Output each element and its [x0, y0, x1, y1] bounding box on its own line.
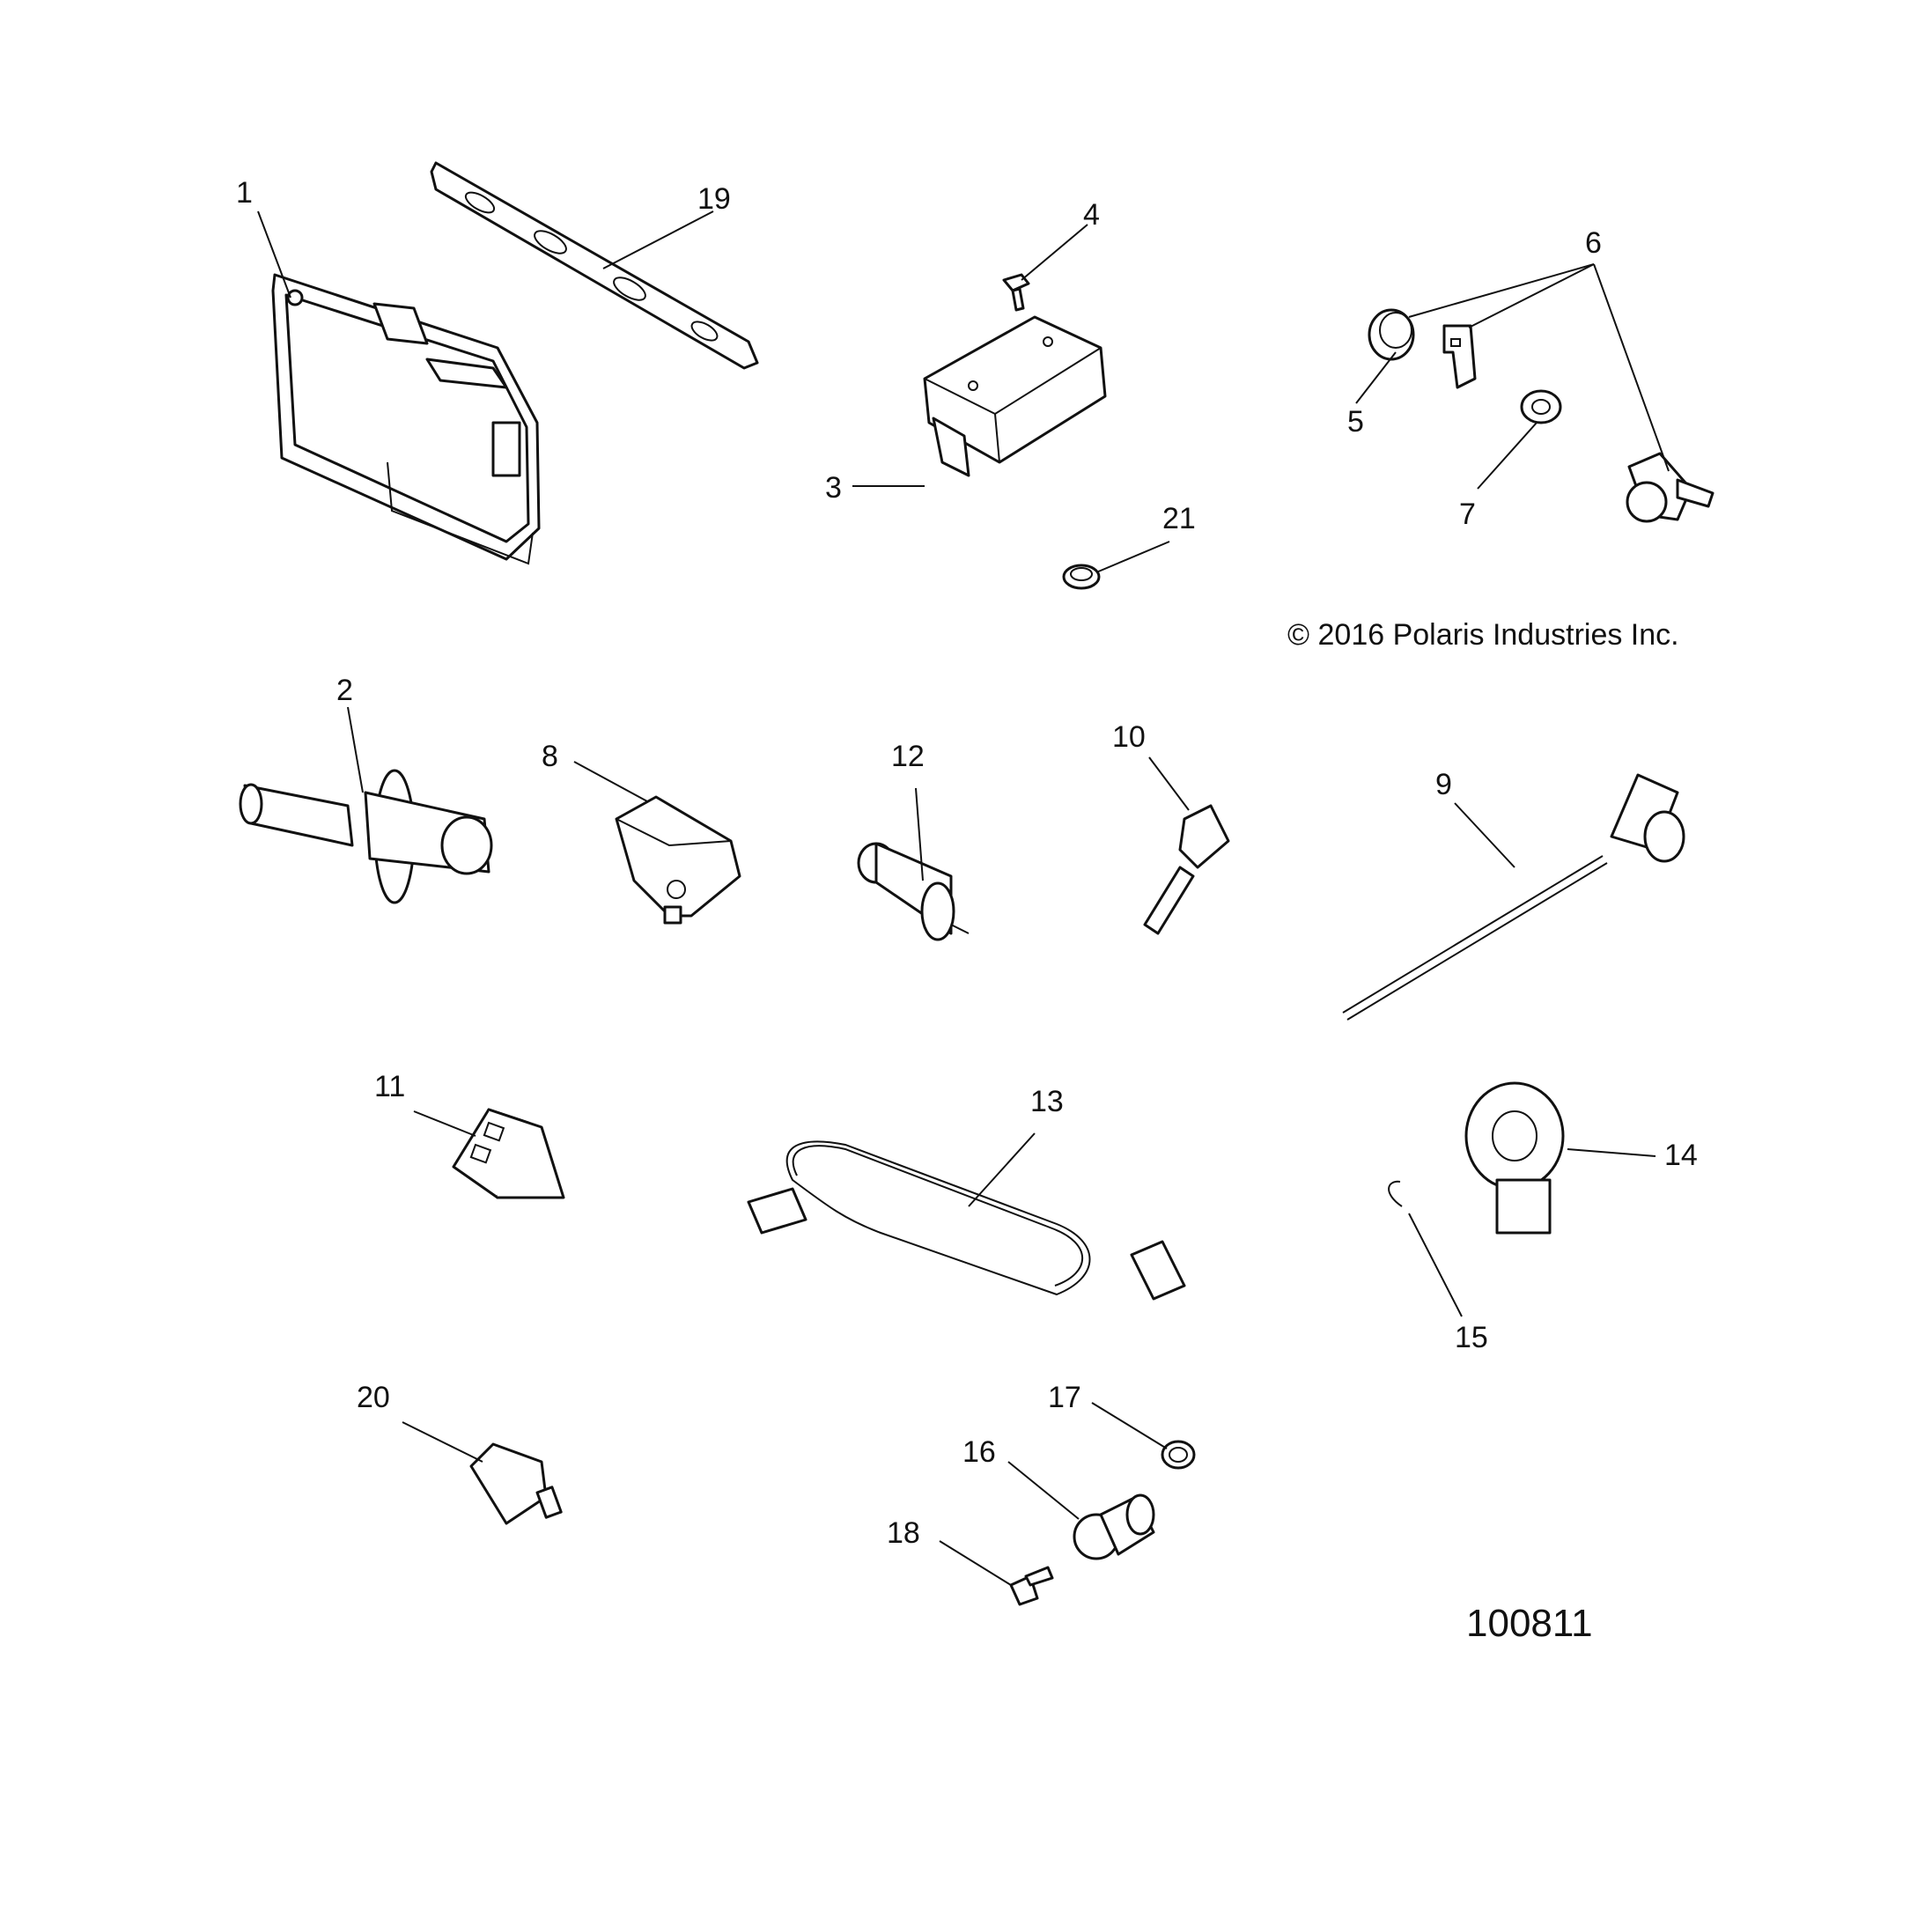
- callout-2: 2: [336, 674, 353, 707]
- copyright-notice: © 2016 Polaris Industries Inc.: [1287, 618, 1679, 652]
- part-5-cap: [1368, 308, 1415, 361]
- leader-lines: [257, 210, 1670, 1586]
- callout-8: 8: [542, 740, 558, 773]
- part-9-sensor-lead: [1342, 773, 1685, 1021]
- part-6-key: [1442, 324, 1477, 389]
- part-1-ecu-module: [271, 273, 541, 565]
- part-11-switch: [452, 1108, 565, 1199]
- part-16-sensor: [1073, 1493, 1155, 1560]
- callout-6: 6: [1585, 226, 1602, 260]
- callout-3: 3: [825, 471, 842, 505]
- part-4-screw: [1002, 273, 1030, 312]
- part-20-switch: [469, 1442, 563, 1525]
- callout-15: 15: [1455, 1321, 1488, 1354]
- part-7-nut: [1520, 389, 1562, 424]
- drawing-number: 100811: [1466, 1602, 1593, 1645]
- callout-12: 12: [891, 740, 925, 773]
- part-8-map-sensor: [615, 795, 741, 925]
- callout-20: 20: [357, 1381, 390, 1414]
- callout-7: 7: [1459, 498, 1476, 531]
- callout-14: 14: [1664, 1139, 1698, 1172]
- part-17-o-ring: [1161, 1440, 1196, 1470]
- part-21-grommet: [1062, 564, 1101, 590]
- part-12-sensor: [857, 842, 970, 941]
- part-19-bracket-strap: [430, 161, 759, 370]
- callout-1: 1: [236, 176, 253, 210]
- part-3-module: [923, 315, 1107, 477]
- callout-numbers: 1 19 4 3 21 6 5 7 2 8 12 10 9 11 13 14 1…: [236, 176, 1698, 1550]
- part-2-sensor: [239, 769, 493, 904]
- part-15-clip: [1388, 1180, 1403, 1207]
- part-18-bolt: [1009, 1566, 1054, 1606]
- callout-16: 16: [962, 1435, 996, 1469]
- callout-5: 5: [1347, 405, 1364, 439]
- callout-17: 17: [1048, 1381, 1081, 1414]
- callout-4: 4: [1083, 198, 1100, 232]
- part-14-knock-sensor: [1464, 1081, 1565, 1235]
- callout-21: 21: [1162, 502, 1196, 535]
- part-6-ignition-switch: [1626, 452, 1714, 523]
- callout-18: 18: [887, 1516, 920, 1550]
- callout-11: 11: [374, 1070, 405, 1103]
- callout-19: 19: [697, 182, 731, 216]
- callout-9: 9: [1435, 768, 1452, 801]
- part-10-temp-sensor: [1143, 804, 1230, 935]
- callout-13: 13: [1030, 1085, 1064, 1118]
- callout-10: 10: [1112, 720, 1146, 754]
- part-13-harness: [747, 1140, 1186, 1301]
